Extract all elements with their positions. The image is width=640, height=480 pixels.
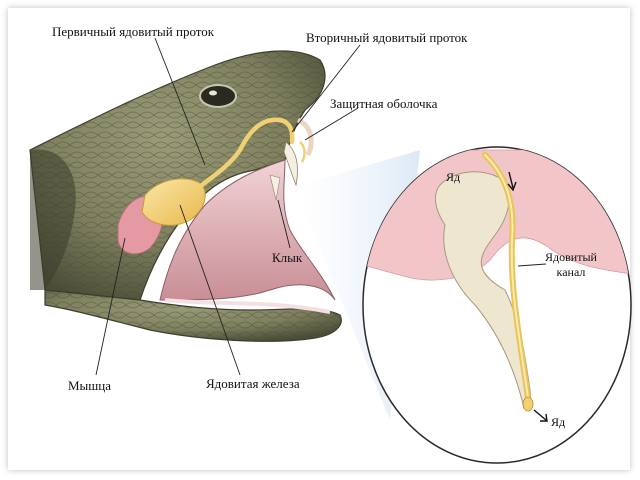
label-venom-canal-line2: канал (556, 265, 586, 279)
venom-canal-highlight (484, 154, 529, 399)
label-sheath: Защитная оболочка (330, 96, 438, 111)
leader-lines (95, 37, 547, 376)
arrow-out-icon (533, 409, 547, 421)
primary-duct (195, 117, 295, 191)
leader-primary-duct (154, 37, 206, 166)
leader-muscle (95, 237, 126, 376)
lower-gum (164, 298, 331, 314)
eye-highlight (209, 90, 217, 96)
label-primary-duct: Первичный ядовитый проток (52, 24, 215, 39)
neck-shadow (30, 149, 76, 290)
label-secondary-duct: Вторичный ядовитый проток (306, 30, 468, 45)
mouth-interior (159, 159, 336, 301)
label-venom-bottom: Яд (551, 415, 566, 429)
arrow-down-icon (508, 171, 514, 189)
label-fang: Клык (272, 250, 303, 265)
leader-venom-canal (517, 263, 547, 267)
leader-venom-gland (179, 204, 241, 376)
fang (283, 141, 298, 187)
arrow-out-icon-head (540, 413, 548, 422)
label-venom-canal-line1: Ядовитый (545, 250, 597, 264)
scale-texture (30, 50, 325, 301)
label-venom-gland: Ядовитая железа (206, 376, 300, 391)
leader-secondary-duct (291, 44, 361, 133)
venom-gland (141, 178, 206, 226)
secondary-duct (299, 141, 306, 163)
jaw-scale-texture (45, 290, 342, 342)
leader-sheath (304, 107, 359, 141)
label-muscle: Мышца (68, 378, 112, 393)
leader-fang (277, 199, 291, 249)
label-venom-canal: Ядовитый канал (545, 250, 597, 280)
arrow-down-icon-head (507, 181, 517, 192)
sheath (296, 117, 314, 157)
venom-drop (522, 396, 534, 412)
eye-icon (199, 84, 237, 108)
secondary-fang (269, 174, 281, 201)
label-venom-top: Яд (446, 170, 461, 184)
